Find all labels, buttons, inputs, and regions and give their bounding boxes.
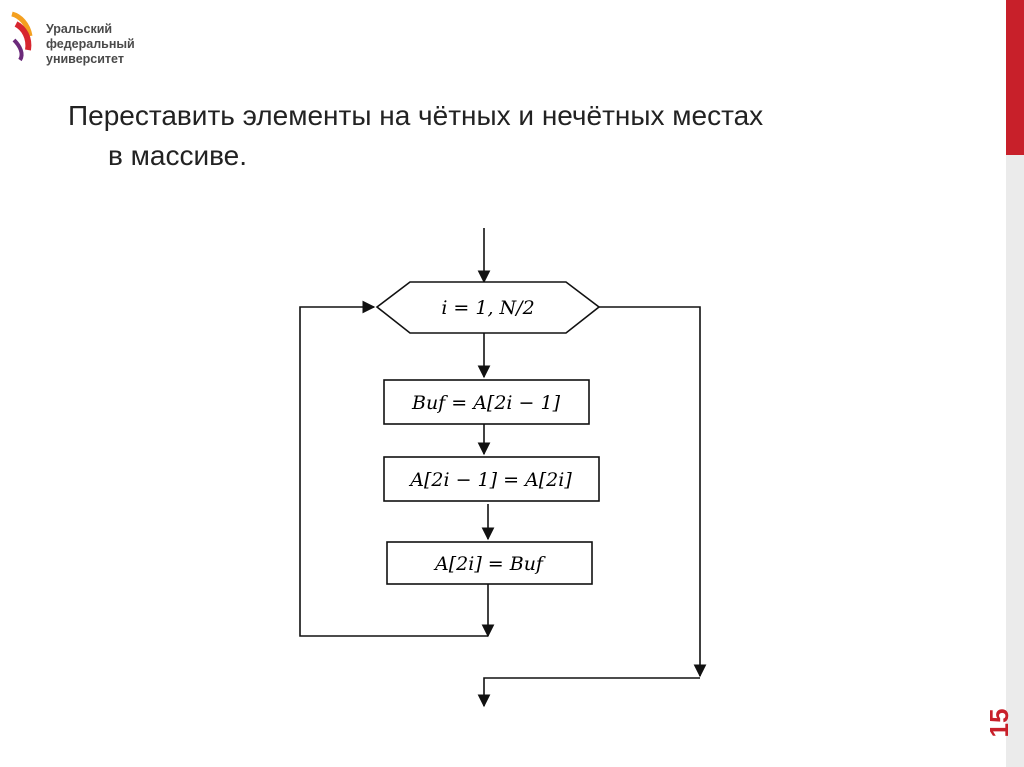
step-box-2 [383,456,600,502]
loop-exit-line [599,306,707,678]
step-box-3 [386,541,593,585]
right-bar-gray [1006,155,1024,767]
logo-line-2: федеральный [46,37,135,51]
slide-title: Переставить элементы на чётных и нечётны… [68,96,968,176]
loop-back-line [299,300,488,637]
slide-title-line-1: Переставить элементы на чётных и нечётны… [68,100,764,131]
logo-line-3: университет [46,52,124,66]
logo-line-1: Уральский [46,22,113,36]
step-label-2: A[2i − 1] = A[2i] [408,469,572,491]
step-box-1 [383,379,590,425]
page-number: 15 [983,708,1014,738]
logo-text: Уральский федеральный университет [46,22,135,67]
step-label-1: Buf = A[2i − 1] [411,392,561,414]
university-logo: Уральский федеральный университет [8,10,148,67]
right-side-bar [1006,0,1024,767]
slide-title-line-2: в массиве. [108,140,248,171]
exit-arrow [477,677,700,708]
logo-mark-icon [11,11,33,62]
right-bar-accent [1006,0,1024,155]
step-label-3: A[2i] = Buf [433,553,546,575]
loop-label: i = 1, N/2 [441,297,534,319]
